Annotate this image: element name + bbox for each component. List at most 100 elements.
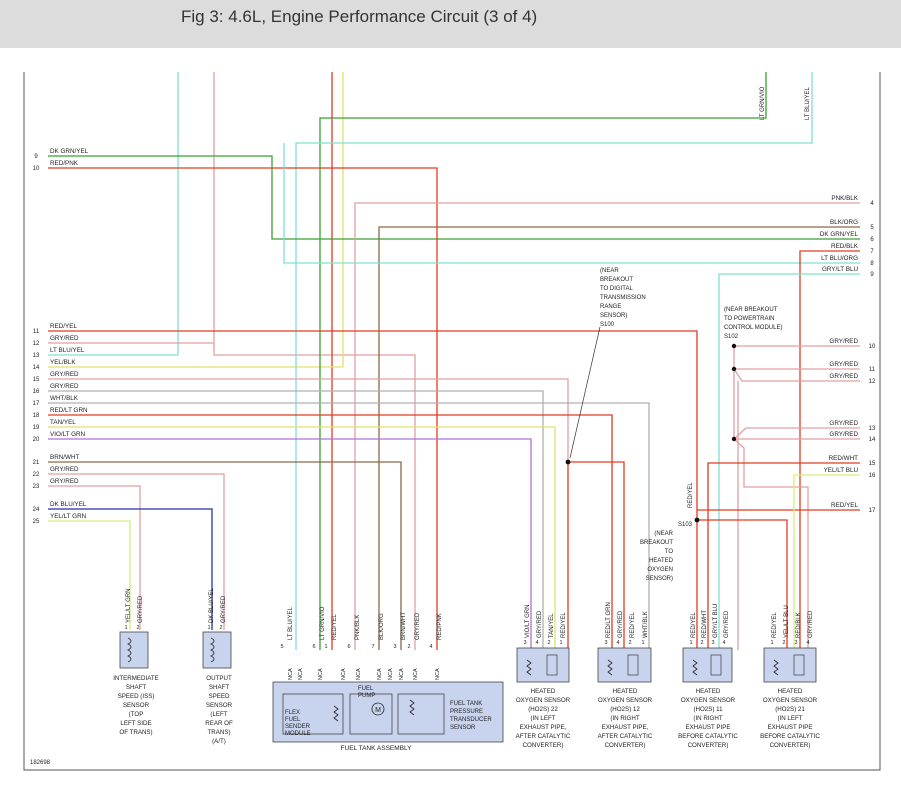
left-wire-label: BRN/WHT [50,454,80,461]
ho2s-12-wire-label: WHT/BLK [643,611,649,638]
resistor-icon [333,705,339,722]
nca-label: NCA [298,668,304,680]
splice-s100-label: BREAKOUT [600,277,633,283]
fuel-tank-assembly-label: FUEL TANK ASSEMBLY [341,745,413,752]
ho2s-12-pin: 2 [628,640,631,646]
oss-sensor-label: (LEFT [210,711,227,718]
splice-s102-dot [731,366,737,372]
wire-gry-red-15 [48,378,569,462]
left-wire-label: GRY/RED [50,466,79,473]
transducer-resistor-icon [409,699,415,716]
ho2s-21-pin: 3 [794,640,797,646]
wire-red-lt-grn [48,414,613,650]
ho2s-21-body [763,647,817,683]
tank-pin: 3 [393,644,396,650]
oss-sensor-pin: 1 [207,625,210,631]
ho2s-11-label: OXYGEN SENSOR [681,697,736,704]
ho2s-21-label: (HO2S) 21 [775,706,805,713]
wire-brn-wht [48,461,402,650]
splice-s102-label: CONTROL MODULE) [724,325,782,331]
fuel-pump-box [349,693,393,735]
ho2s-22-wire-label: RED/YEL [561,612,567,638]
flex-fuel-sender-box [282,693,344,735]
oss-sensor-label: TRANS) [207,729,230,736]
nca-label: NCA [413,668,419,680]
tank-wire-label: LT BLU/YEL [288,607,294,640]
right-pin-number: 17 [869,508,876,514]
ho2s-11-wire-label: RED/YEL [691,612,697,638]
iss-sensor-label: SENSOR [123,702,150,709]
left-wire-label: LT BLU/YEL [50,347,85,354]
ho2s-22-pin: 3 [523,640,526,646]
wire-lt-blu-org [283,143,860,264]
left-wire-label: YEL/BLK [50,359,76,366]
ho2s-12-label: OXYGEN SENSOR [598,697,653,704]
wire-vio-lt-grn [48,438,532,650]
ho2s-21-wire-label: RED/BLK [796,612,802,638]
splice-s103-label: OXYGEN [647,567,673,573]
right-pin-number: 16 [869,473,876,479]
oss-sensor-label: (A/T) [212,738,226,745]
left-pin-number: 18 [33,413,40,419]
ho2s-11-label: BEFORE CATALYTIC [678,733,738,740]
motor-symbol: M [375,707,381,714]
wire-yel-lt-grn [48,520,131,630]
left-pin-number: 25 [33,519,40,525]
splice-s103-label: (NEAR [654,531,673,537]
splice-s100-pointer [569,326,601,459]
ho2s-11-label: (IN RIGHT [693,715,722,722]
iss-sensor-wire-label: GRY/RED [138,595,144,623]
ho2s-22-label: OXYGEN SENSOR [516,697,571,704]
ho2s-22-label: (HO2S) 22 [528,706,558,713]
left-wire-label: GRY/RED [50,383,79,390]
splice-s102-dot [731,343,737,349]
iss-sensor-wire-label: YEL/LT GRN [126,589,132,623]
flex-fuel-label: MODULE [285,731,311,737]
wire-red-pnk [48,167,438,650]
right-wire-label: YEL/LT BLU [824,467,859,474]
right-wire-label: GRY/LT BLU [822,266,858,273]
splice-s100-dot [565,459,571,465]
left-wire-label: WHT/BLK [50,395,79,402]
wire-pnk-blk [354,202,860,650]
ho2s-11-label: HEATED [696,688,721,695]
transducer-label: FUEL TANK [450,701,482,707]
oss-sensor-label: SPEED [209,693,231,700]
ho2s-11-body [682,647,733,683]
fuel-tank-assembly-body [272,681,504,743]
ho2s-21-label: CONVERTER) [770,742,811,749]
right-wire-label: GRY/RED [829,431,858,438]
oss-sensor-label: REAR OF [205,720,233,727]
left-pin-number: 21 [33,460,40,466]
ho2s-11-wire-label: GRY/LT BLU [713,604,719,638]
splice-s102-label: (NEAR BREAKOUT [724,307,778,313]
tank-pin: 4 [429,644,432,650]
ho2s-22-label: (IN LEFT [530,715,555,722]
ho2s-12-label: (IN RIGHT [610,715,639,722]
wire-dk-blu-yel [48,508,213,630]
left-pin-number: 23 [33,484,40,490]
right-pin-number: 14 [869,437,876,443]
fuel-pump-label: PUMP [358,693,375,699]
right-wire-label: GRY/RED [829,361,858,368]
tank-pin: 1 [324,644,327,650]
transducer-label: PRESSURE [450,709,483,715]
oss-sensor-label: SHAFT [209,684,230,691]
iss-sensor-body [119,631,149,669]
wire-blk-org [378,226,860,650]
diagram-frame [23,72,881,771]
tank-pin: 6 [312,644,315,650]
right-pin-number: 11 [869,367,876,373]
wire-red-yel-11 [48,330,698,520]
right-wire-label: GRY/RED [829,420,858,427]
right-pin-number: 7 [870,249,874,255]
ho2s-21-label: HEATED [778,688,803,695]
transducer-label: TRANSDUCER [450,717,492,723]
wire-gry-red-16 [48,390,544,650]
right-pin-number: 10 [869,344,876,350]
splice-s103-label: BREAKOUT [640,540,673,546]
splice-s103-label: TO [665,549,674,555]
tank-pin: 7 [371,644,374,650]
wire-gry-red-23 [48,485,141,630]
ho2s-11-pin: 2 [700,640,703,646]
